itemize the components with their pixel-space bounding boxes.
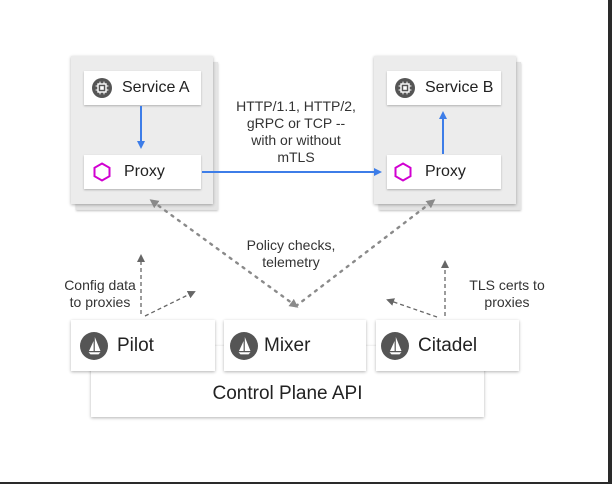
mixer-box: Mixer	[224, 320, 366, 371]
hexagon-icon	[393, 162, 413, 182]
tls-certs-label: TLS certs to proxies	[461, 277, 553, 311]
policy-label-line: Policy checks,	[246, 237, 336, 253]
config-data-label: Config data to proxies	[54, 277, 146, 311]
service-a-box: Service A	[84, 71, 201, 105]
proxy-a-box: Proxy	[84, 155, 201, 189]
istio-sail-icon	[381, 331, 409, 360]
proxy-b-label: Proxy	[425, 163, 466, 180]
chip-icon	[92, 78, 112, 98]
link-label-line: mTLS	[277, 149, 315, 165]
citadel-label: Citadel	[418, 334, 478, 356]
pilot-label: Pilot	[117, 334, 154, 356]
service-a-label: Service A	[122, 79, 190, 96]
tls-label-line: proxies	[484, 294, 530, 310]
link-label-line: gRPC or TCP --	[246, 115, 346, 131]
service-b-box: Service B	[387, 71, 501, 105]
window-edge-bottom	[0, 482, 608, 484]
tls-label-line: TLS certs to	[469, 277, 545, 293]
service-b-label: Service B	[425, 79, 494, 96]
chip-icon	[395, 78, 415, 98]
link-label-line: HTTP/1.1, HTTP/2,	[236, 98, 356, 114]
pilot-box: Pilot	[71, 320, 215, 371]
istio-sail-icon	[80, 331, 108, 360]
hexagon-icon	[92, 162, 112, 182]
policy-checks-label: Policy checks, telemetry	[232, 237, 350, 271]
link-protocol-label: HTTP/1.1, HTTP/2, gRPC or TCP -- with or…	[222, 98, 370, 166]
proxy-b-box: Proxy	[387, 155, 501, 189]
mixer-label: Mixer	[264, 334, 311, 356]
config-label-line: to proxies	[69, 294, 131, 310]
control-plane-api-label: Control Plane API	[212, 383, 363, 404]
proxy-a-label: Proxy	[124, 163, 165, 180]
policy-label-line: telemetry	[262, 254, 320, 270]
link-label-line: with or without	[251, 132, 341, 148]
window-edge-right	[608, 0, 612, 484]
istio-sail-icon	[230, 331, 258, 360]
config-label-line: Config data	[64, 277, 136, 293]
citadel-box: Citadel	[376, 320, 519, 371]
